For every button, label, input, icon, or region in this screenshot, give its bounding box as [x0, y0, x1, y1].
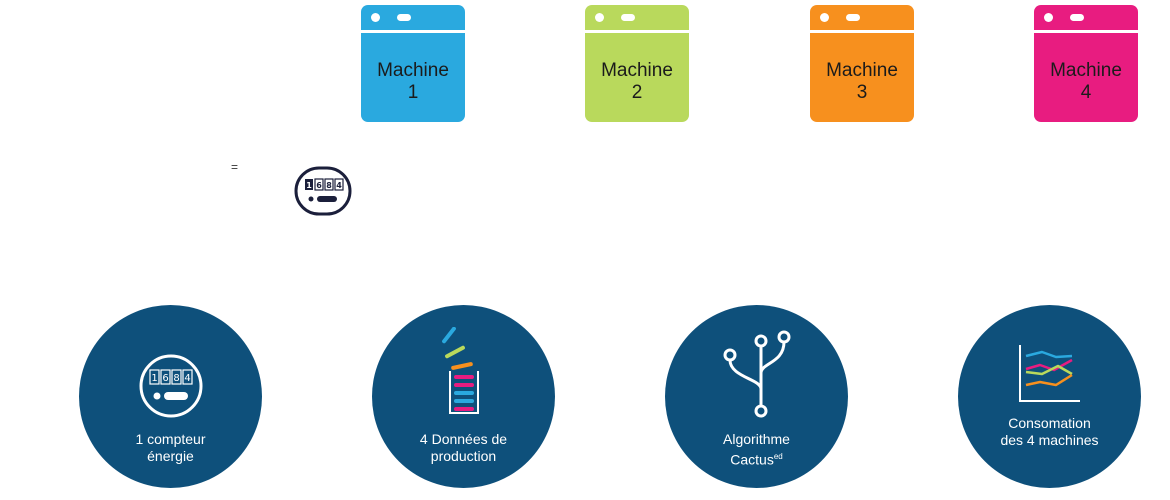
energy-meter-icon: 1 6 8 4	[139, 354, 202, 418]
machine-label-line1: Machine	[377, 60, 449, 81]
machine-card-header	[1034, 5, 1138, 33]
consumption-circle: Consomation des 4 machines	[958, 305, 1141, 488]
machine-card-4: Machine 4	[1034, 5, 1138, 122]
machine-label-line1: Machine	[1050, 60, 1122, 81]
machine-card-header	[361, 5, 465, 33]
machine-label: Machine 4	[1034, 60, 1138, 104]
machine-label-number: 1	[407, 82, 419, 103]
production-data-circle: 4 Données de production	[372, 305, 555, 488]
machine-label-number: 4	[1080, 82, 1092, 103]
meter-digit: 8	[326, 181, 332, 190]
circle-caption: Algorithme Cactused	[665, 431, 848, 469]
caption-line: des 4 machines	[1000, 432, 1099, 448]
caption-line: Algorithme	[723, 431, 790, 447]
window-pill-icon	[621, 14, 635, 21]
machine-label: Machine 3	[810, 60, 914, 104]
caption-line: 1 compteur	[135, 431, 206, 447]
window-dot-icon	[1044, 13, 1053, 22]
window-dot-icon	[595, 13, 604, 22]
machine-card-3: Machine 3	[810, 5, 914, 122]
flying-green-bar	[444, 345, 465, 359]
circle-caption: Consomation des 4 machines	[958, 415, 1141, 449]
meter-digit: 4	[184, 373, 190, 384]
caption-line: énergie	[147, 448, 194, 464]
window-pill-icon	[397, 14, 411, 21]
machine-label-number: 2	[631, 82, 643, 103]
machine-card-2: Machine 2	[585, 5, 689, 122]
energy-meter-circle: 1 6 8 4 1 compteur énergie	[79, 305, 262, 488]
energy-meter-icon: 1 6 8 4	[294, 166, 352, 216]
caption-superscript: ed	[773, 452, 783, 461]
window-dot-icon	[371, 13, 380, 22]
data-stack-icon	[441, 327, 479, 414]
consumption-chart-icon	[1018, 345, 1080, 402]
machine-label-line1: Machine	[826, 60, 898, 81]
window-pill-icon	[846, 14, 860, 21]
meter-digit: 6	[316, 181, 322, 190]
algorithm-circle: Algorithme Cactused	[665, 305, 848, 488]
flying-blue-bar	[441, 327, 456, 344]
caption-line: Consomation	[1008, 415, 1091, 431]
meter-digit: 4	[336, 181, 342, 190]
machine-label-number: 3	[856, 82, 868, 103]
caption-line: production	[430, 448, 497, 464]
circle-caption: 1 compteur énergie	[79, 431, 262, 465]
caption-line: 4 Données de	[419, 431, 508, 447]
machine-label: Machine 1	[361, 60, 465, 104]
caption-text: Cactus	[730, 451, 774, 468]
meter-digit: 8	[173, 373, 179, 384]
window-dot-icon	[820, 13, 829, 22]
meter-digit: 6	[162, 373, 168, 384]
equals-sign: =	[231, 160, 239, 174]
machine-label-line1: Machine	[601, 60, 673, 81]
caption-line: Cactused	[665, 448, 848, 469]
circle-caption: 4 Données de production	[372, 431, 555, 465]
algorithm-branch-icon	[723, 330, 790, 418]
meter-digit: 1	[151, 373, 157, 384]
machine-label: Machine 2	[585, 60, 689, 104]
machine-card-1: Machine 1	[361, 5, 465, 122]
meter-digit: 1	[306, 181, 312, 190]
window-pill-icon	[1070, 14, 1084, 21]
machine-card-header	[810, 5, 914, 33]
flying-orange-bar	[450, 362, 473, 370]
machine-card-header	[585, 5, 689, 33]
